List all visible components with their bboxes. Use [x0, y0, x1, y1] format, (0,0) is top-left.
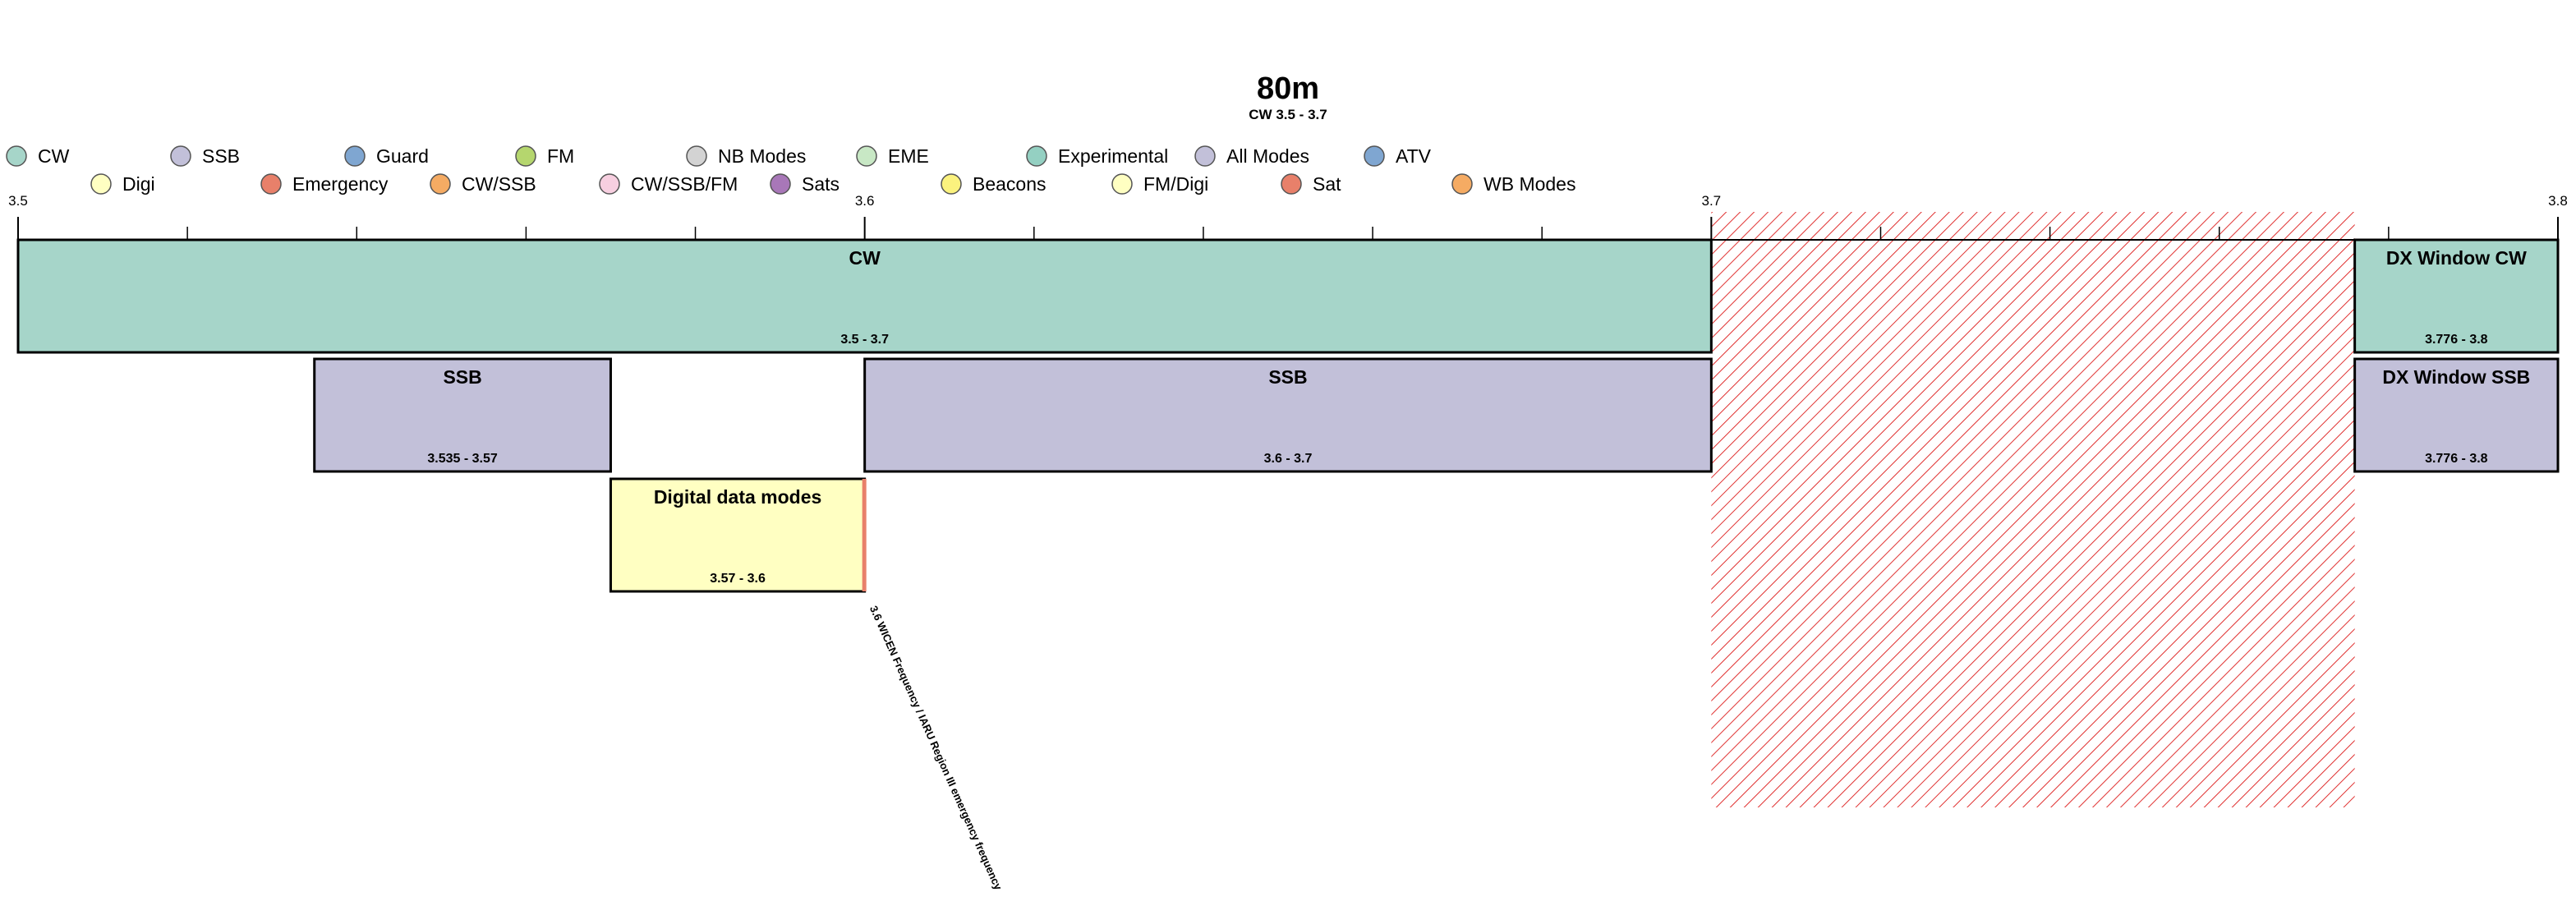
segment-range-label: 3.5 - 3.7 — [840, 333, 889, 347]
legend-swatch — [6, 145, 27, 167]
segment-label: SSB — [1268, 366, 1307, 388]
segment-bar — [2353, 238, 2560, 354]
legend-label: ATV — [1396, 145, 1432, 167]
legend-label: Beacons — [973, 173, 1046, 195]
segment-label: Digital data modes — [654, 486, 821, 508]
legend-swatch — [856, 145, 877, 167]
legend-label: CW — [38, 145, 70, 167]
segment-label: CW — [849, 247, 881, 269]
legend-label: Guard — [376, 145, 429, 167]
segment-bar — [609, 477, 867, 593]
segment-bar — [2353, 357, 2560, 473]
legend-swatch — [430, 173, 451, 195]
segment-range-label: 3.535 - 3.57 — [427, 452, 498, 466]
legend-label: Emergency — [292, 173, 389, 195]
legend-swatch — [1194, 145, 1216, 167]
segment-range-label: 3.776 - 3.8 — [2425, 452, 2488, 466]
legend-label: Sats — [802, 173, 840, 195]
legend: CW SSB Guard FM NB Modes EME Experimental All M… — [6, 145, 1576, 195]
legend-swatch — [1281, 173, 1302, 195]
segment-label: DX Window CW — [2386, 247, 2527, 269]
segment-range-label: 3.776 - 3.8 — [2425, 333, 2488, 347]
excluded-range — [1711, 212, 2355, 807]
marker-label: 3.6 WICEN Frequency / IARU Region III em… — [867, 604, 1005, 892]
segment-bar — [313, 357, 612, 473]
legend-swatch — [260, 173, 282, 195]
excluded-range-layer — [1711, 212, 2355, 807]
legend-swatch — [344, 145, 366, 167]
legend-label: FM/Digi — [1143, 173, 1208, 195]
axis-tick-label: 3.6 — [855, 193, 875, 209]
axis-tick-label: 3.8 — [2548, 193, 2568, 209]
legend-swatch — [1451, 173, 1473, 195]
legend-label: NB Modes — [718, 145, 806, 167]
legend-label: CW/SSB — [462, 173, 536, 195]
legend-swatch — [941, 173, 962, 195]
segment-bar — [863, 357, 1713, 473]
legend-label: All Modes — [1226, 145, 1309, 167]
axis-tick-label: 3.7 — [1702, 193, 1722, 209]
chart-subtitle: CW 3.5 - 3.7 — [1249, 107, 1327, 122]
legend-label: WB Modes — [1484, 173, 1576, 195]
markers-layer: 3.6 WICEN Frequency / IARU Region III em… — [862, 479, 1005, 892]
segments-layer: CW3.5 - 3.7DX Window CW3.776 - 3.8SSB3.5… — [16, 238, 2560, 593]
axis-tick-label: 3.5 — [8, 193, 28, 209]
legend-swatch — [515, 145, 536, 167]
legend-label: Experimental — [1058, 145, 1168, 167]
segment-range-label: 3.57 - 3.6 — [710, 572, 766, 586]
legend-label: FM — [547, 145, 574, 167]
legend-swatch — [770, 173, 791, 195]
segment-label: DX Window SSB — [2382, 366, 2530, 388]
legend-label: EME — [888, 145, 929, 167]
legend-label: Digi — [122, 173, 155, 195]
legend-label: Sat — [1313, 173, 1341, 195]
chart-title: 80m — [1257, 71, 1319, 106]
marker-line — [862, 479, 867, 591]
legend-swatch — [1364, 145, 1385, 167]
legend-swatch — [599, 173, 620, 195]
legend-swatch — [686, 145, 707, 167]
segment-range-label: 3.6 - 3.7 — [1264, 452, 1313, 466]
legend-swatch — [90, 173, 112, 195]
segment-bar — [16, 238, 1713, 354]
segment-label: SSB — [443, 366, 481, 388]
legend-swatch — [1026, 145, 1047, 167]
legend-label: CW/SSB/FM — [631, 173, 738, 195]
legend-swatch — [170, 145, 191, 167]
legend-swatch — [1111, 173, 1133, 195]
legend-label: SSB — [202, 145, 240, 167]
